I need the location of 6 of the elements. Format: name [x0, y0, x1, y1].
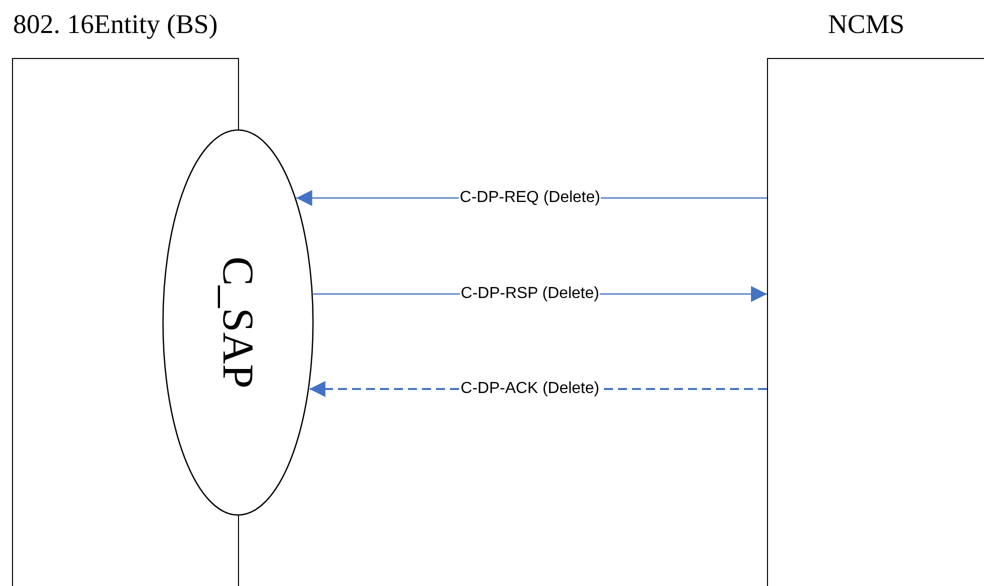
entity-title: NCMS [828, 9, 905, 40]
entity-title: 802. 16Entity (BS) [13, 9, 218, 40]
edge-label: C-DP-ACK (Delete) [460, 380, 600, 398]
edge-label: C-DP-RSP (Delete) [460, 285, 600, 303]
edge-label: C-DP-REQ (Delete) [458, 189, 602, 207]
service-label: C_SAP [212, 256, 264, 389]
